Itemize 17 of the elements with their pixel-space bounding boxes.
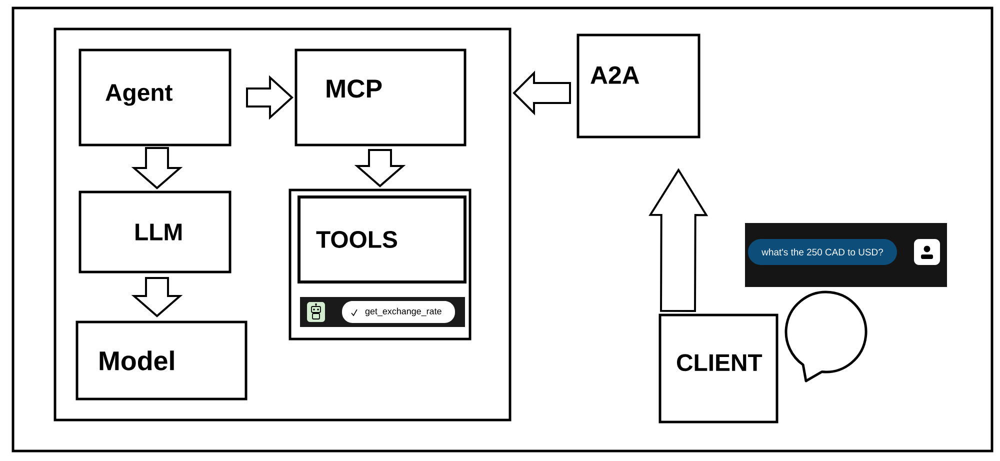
process-box: CLIENT	[658, 314, 778, 424]
tool-call-chip: get_exchange_rate	[342, 301, 455, 323]
process-box: A2A	[576, 34, 700, 138]
block-arrow	[354, 149, 406, 188]
container-box	[288, 188, 472, 340]
block-arrow	[648, 168, 708, 312]
process-box: MCP	[294, 48, 466, 146]
block-arrow	[131, 147, 183, 190]
process-box: Model	[76, 320, 248, 400]
process-box: LLM	[78, 190, 232, 274]
chat-message-bubble: what's the 250 CAD to USD?	[748, 239, 897, 265]
process-box: TOOLS	[298, 196, 466, 284]
block-arrow	[512, 70, 571, 116]
process-box: Agent	[78, 48, 232, 146]
block-arrow	[246, 75, 294, 120]
container-box	[54, 28, 512, 422]
block-arrow	[131, 277, 183, 318]
